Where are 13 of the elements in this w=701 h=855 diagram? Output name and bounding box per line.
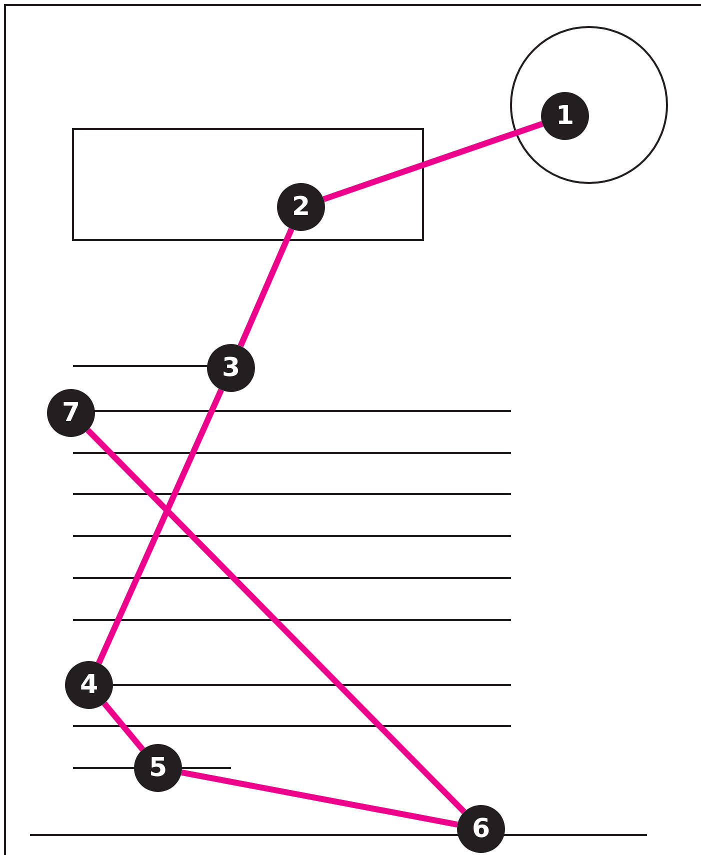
callout-number: 5	[134, 744, 182, 792]
callout-number: 6	[457, 805, 505, 853]
connector-line	[102, 702, 145, 752]
connector-line	[238, 228, 294, 348]
callout-number: 1	[541, 92, 589, 140]
callout-number: 7	[47, 389, 95, 437]
callout-number: 4	[65, 661, 113, 709]
callout-number: 3	[207, 344, 255, 392]
connector-line	[181, 770, 458, 828]
connector-line	[322, 120, 544, 202]
callout-number: 2	[277, 183, 325, 231]
connector-line	[86, 428, 466, 814]
connector-line	[96, 388, 224, 664]
